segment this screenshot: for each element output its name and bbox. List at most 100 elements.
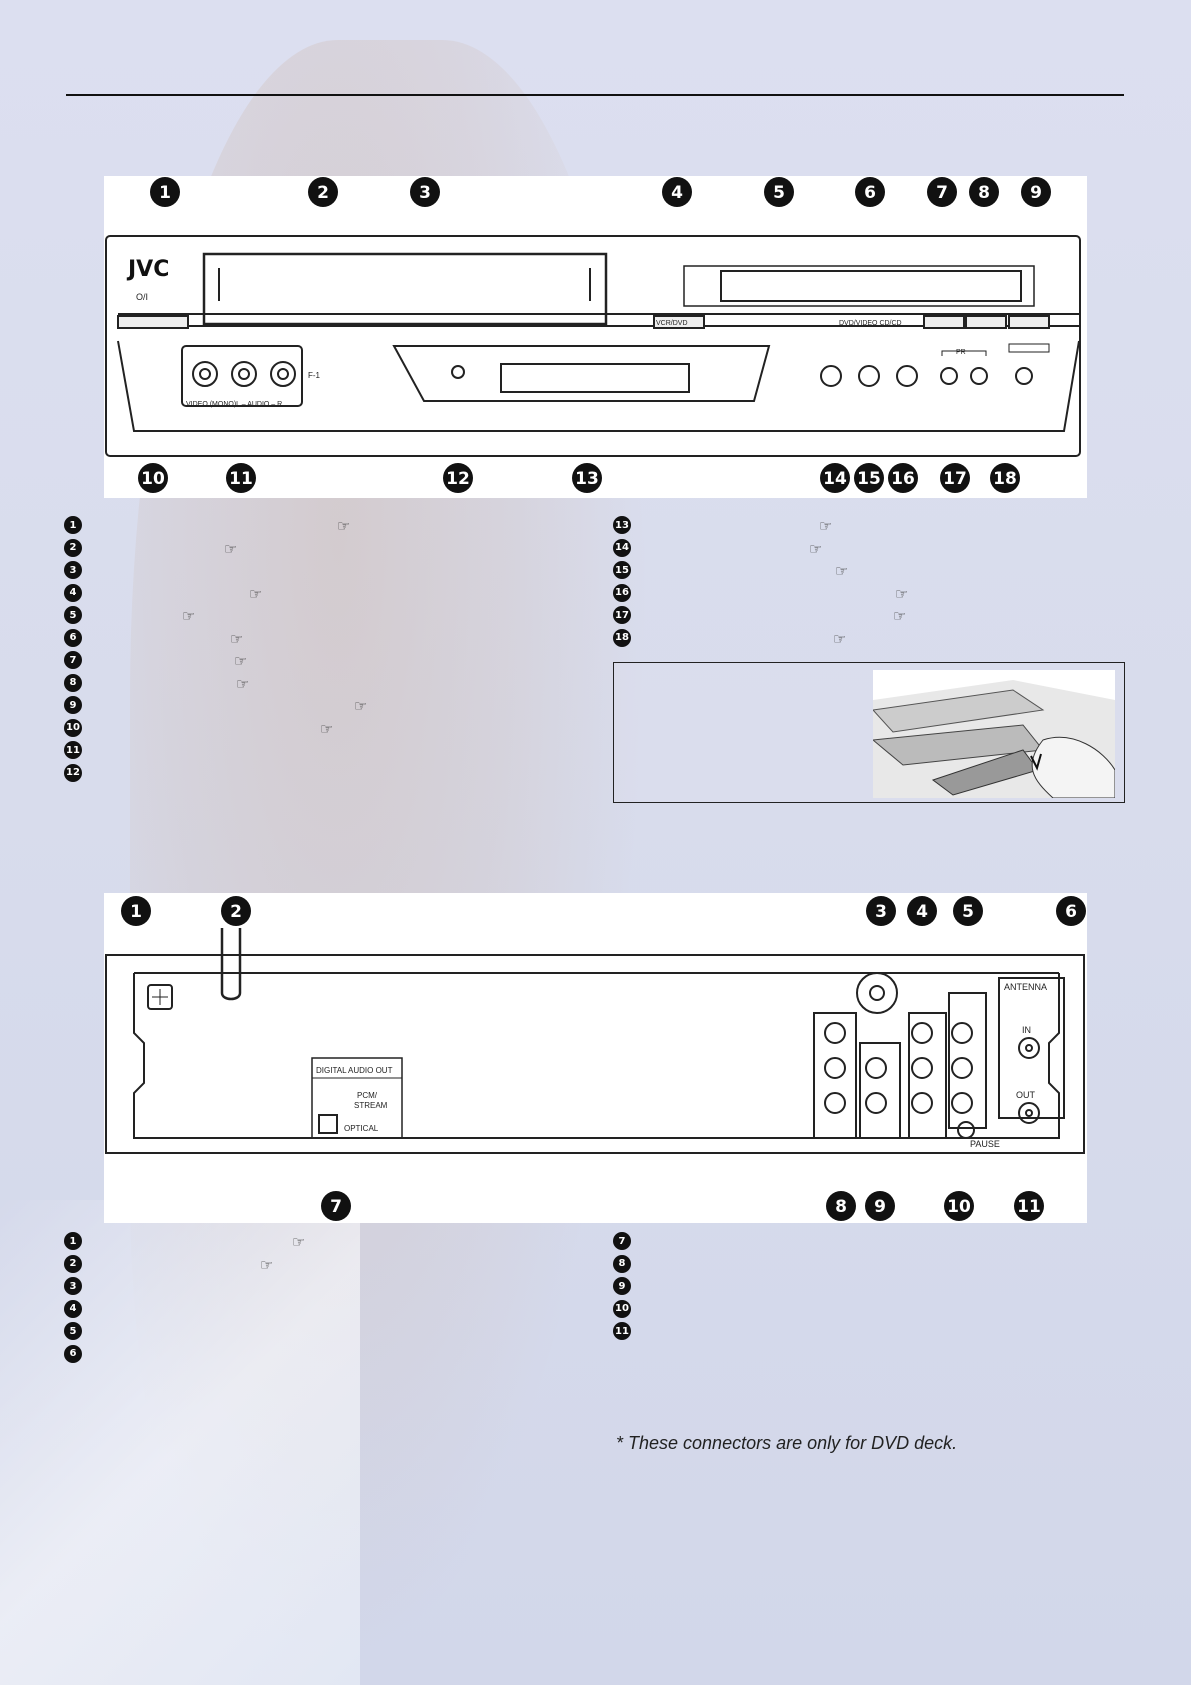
svg-text:6: 6 [864,183,876,203]
number-bullet-icon: 1 [64,516,82,535]
front-list-item-12: 12 [64,762,82,785]
front-top-callout-4: 4 [662,177,692,207]
svg-text:13: 13 [575,469,599,489]
number-bullet-icon: 14 [613,538,631,557]
number-bullet-icon: 6 [64,628,82,647]
front-bottom-callout-17: 17 [940,463,970,493]
pointing-hand-icon: ☞ [819,517,833,535]
svg-text:2: 2 [317,183,329,203]
vcr-dvd-label: VCR/DVD [656,320,688,327]
dvd-video-cd-label: DVD/VIDEO CD/CD [839,320,902,327]
front-list-item-15: 15☞ [613,559,848,582]
front-bottom-callout-18: 18 [990,463,1020,493]
number-bullet-icon: 7 [64,651,82,670]
front-top-callout-1: 1 [150,177,180,207]
svg-text:6: 6 [1065,902,1077,922]
number-bullet-icon: 7 [613,1232,631,1251]
pointing-hand-icon: ☞ [234,652,248,670]
number-bullet-icon: 8 [613,1254,631,1273]
rear-list-item-8: 8 [613,1253,631,1276]
svg-text:4: 4 [916,902,928,922]
rear-top-callout-5: 5 [953,896,983,926]
front-list-item-9: 9☞ [64,694,367,717]
rear-list-item-1: 1☞ [64,1230,305,1253]
pointing-hand-icon: ☞ [249,584,263,603]
rear-list-item-4: 4 [64,1298,82,1321]
number-bullet-icon: 18 [613,628,631,647]
rear-bottom-callout-11: 11 [1014,1191,1044,1221]
number-bullet-icon: 5 [64,1322,82,1341]
svg-text:5: 5 [962,902,974,922]
front-cover-photo [871,670,1116,799]
f1-label: F-1 [308,371,321,380]
pointing-hand-icon: ☞ [354,697,368,715]
number-bullet-icon: 17 [613,606,631,625]
front-list-item-14: 14 ☞ [613,537,822,560]
rear-bottom-callout-8: 8 [826,1191,856,1221]
svg-text:10: 10 [141,469,165,489]
number-bullet-icon: 4 [64,583,82,602]
svg-text:8: 8 [978,183,990,203]
svg-text:12: 12 [446,469,470,489]
svg-text:3: 3 [419,183,431,203]
front-list-item-10: 10☞ [64,717,333,740]
svg-text:15: 15 [857,469,881,489]
pointing-hand-icon: ☞ [182,607,196,625]
antenna-in-label: IN [1022,1025,1031,1035]
rear-top-callout-3: 3 [866,896,896,926]
pcm-stream-label-2: STREAM [354,1101,388,1110]
pointing-hand-icon: ☞ [895,584,909,603]
front-top-callout-5: 5 [764,177,794,207]
rear-list-item-10: 10 [613,1298,631,1321]
rear-top-callout-1: 1 [121,896,151,926]
front-list-item-7: 7☞ [64,649,247,672]
number-bullet-icon: 1 [64,1232,82,1251]
svg-text:1: 1 [159,183,171,203]
pointing-hand-icon: ☞ [809,539,823,558]
svg-text:17: 17 [943,469,967,489]
rear-bottom-callout-9: 9 [865,1191,895,1221]
power-label: O/I [136,292,148,302]
number-bullet-icon: 9 [613,1277,631,1296]
brand-logo: JVC [126,257,169,282]
rear-top-callout-4: 4 [907,896,937,926]
pointing-hand-icon: ☞ [236,674,250,693]
rear-list-item-5: 5 [64,1320,82,1343]
pr-label: PR [956,349,966,356]
pointing-hand-icon: ☞ [893,607,907,625]
footnote: * These connectors are only for DVD deck… [616,1433,958,1453]
rear-top-callout-2: 2 [221,896,251,926]
pcm-stream-label: PCM/ [357,1091,378,1100]
front-list-item-1: 1☞ [64,514,350,537]
svg-text:3: 3 [875,902,887,922]
front-list-item-11: 11 [64,739,82,762]
svg-text:2: 2 [230,902,242,922]
digital-audio-out-label: DIGITAL AUDIO OUT [316,1066,393,1075]
rear-list-item-11: 11 [613,1320,631,1343]
number-bullet-icon: 11 [613,1322,631,1341]
number-bullet-icon: 4 [64,1299,82,1318]
svg-text:5: 5 [773,183,785,203]
number-bullet-icon: 6 [64,1344,82,1363]
number-bullet-icon: 9 [64,696,82,715]
antenna-label: ANTENNA [1004,982,1047,992]
svg-text:11: 11 [1017,1197,1041,1217]
number-bullet-icon: 12 [64,763,82,782]
svg-text:10: 10 [947,1197,971,1217]
number-bullet-icon: 2 [64,1254,82,1273]
antenna-out-label: OUT [1016,1090,1036,1100]
number-bullet-icon: 2 [64,538,82,557]
rear-bottom-callout-7: 7 [321,1191,351,1221]
front-bottom-callout-15: 15 [854,463,884,493]
number-bullet-icon: 3 [64,561,82,580]
pointing-hand-icon: ☞ [230,629,244,648]
svg-text:11: 11 [229,469,253,489]
front-bottom-callout-10: 10 [138,463,168,493]
pointing-hand-icon: ☞ [260,1255,274,1274]
svg-text:8: 8 [835,1197,847,1217]
front-list-item-5: 5☞ [64,604,195,627]
front-bottom-callout-11: 11 [226,463,256,493]
